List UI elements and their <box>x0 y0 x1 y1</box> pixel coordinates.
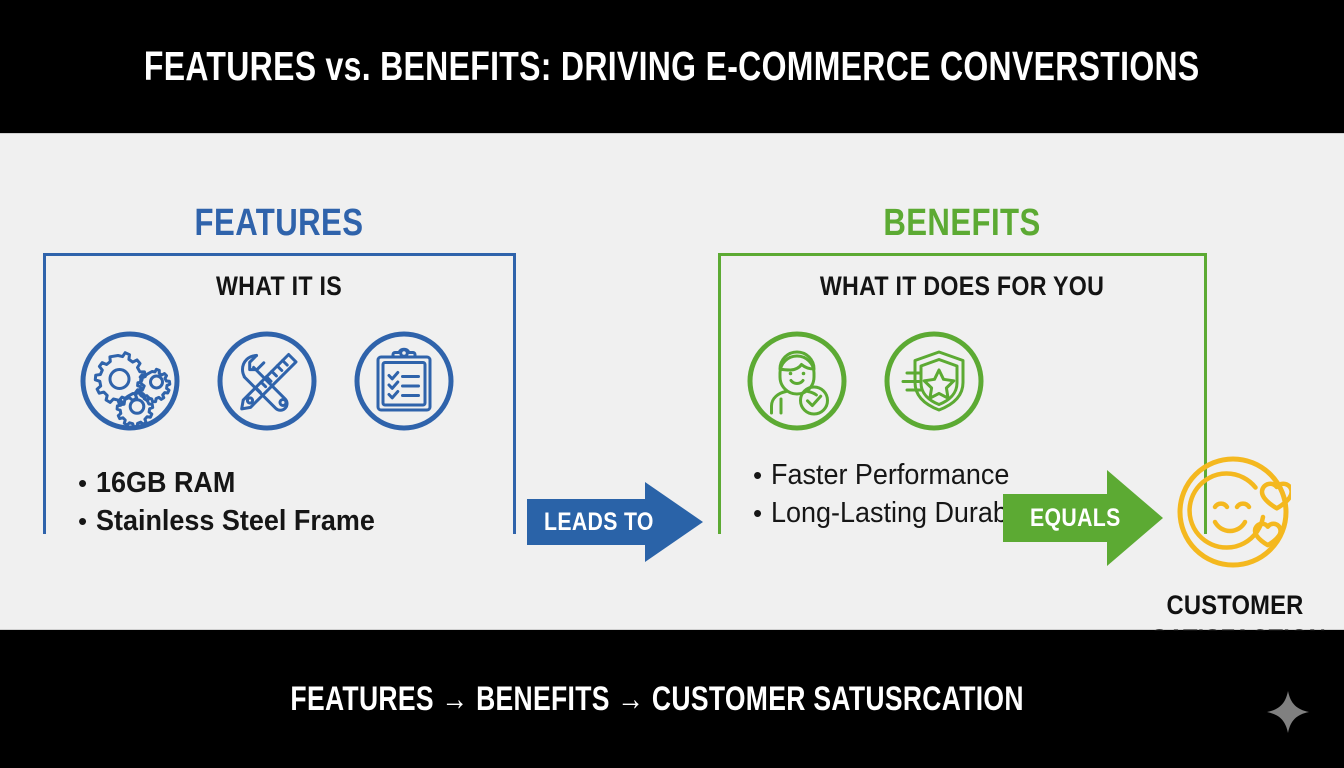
list-item: • Stainless Steel Frame <box>78 502 396 540</box>
footer-bar: FEATURES → BENEFITS → CUSTOMER SATUSRCAT… <box>0 631 1344 768</box>
features-frame <box>43 253 516 534</box>
sparkle-icon <box>1267 691 1309 733</box>
bullet-dot: • <box>753 460 763 490</box>
happy-customer-icon <box>747 331 847 431</box>
main-panel: FEATURES WHAT IT IS <box>0 133 1344 654</box>
gears-icon <box>80 331 180 431</box>
bullet-text: Long-Lasting Durability <box>771 497 1047 530</box>
benefits-icon-row <box>745 329 986 433</box>
bullet-text: Faster Performance <box>771 459 1010 491</box>
satisfaction-line-1: CUSTOMER <box>1166 590 1304 620</box>
page-title: FEATURES vs. BENEFITS: DRIVING E-COMMERC… <box>144 42 1200 89</box>
features-icon-row <box>78 329 456 433</box>
leads-to-arrow-shape <box>527 482 703 562</box>
bullet-dot: • <box>753 498 763 529</box>
list-item: • Faster Performance <box>753 456 1068 494</box>
clipboard-checklist-icon <box>354 331 454 431</box>
equals-arrow-shape <box>1003 470 1163 566</box>
list-item: • Long-Lasting Durability <box>753 494 1068 532</box>
equals-arrow: EQUALS <box>1003 470 1163 566</box>
benefits-frame <box>718 253 1207 534</box>
wrench-ruler-icon <box>217 331 317 431</box>
header-bar: FEATURES vs. BENEFITS: DRIVING E-COMMERC… <box>0 0 1344 132</box>
bullet-dot: • <box>78 506 88 537</box>
list-item: • 16GB RAM <box>78 464 396 502</box>
benefits-bullet-list: • Faster Performance • Long-Lasting Dura… <box>753 456 1068 533</box>
footer-summary-text: FEATURES → BENEFITS → CUSTOMER SATUSRCAT… <box>290 680 1024 718</box>
smiley-hearts-icon <box>1177 456 1291 568</box>
shield-star-icon <box>884 331 984 431</box>
features-subtitle: WHAT IT IS <box>216 271 342 301</box>
features-bullet-list: • 16GB RAM • Stainless Steel Frame <box>78 464 396 541</box>
bullet-text: Stainless Steel Frame <box>96 505 375 538</box>
features-heading: FEATURES <box>194 202 364 244</box>
bullet-dot: • <box>78 468 88 498</box>
benefits-subtitle: WHAT IT DOES FOR YOU <box>819 271 1105 301</box>
benefits-heading: BENEFITS <box>883 202 1041 244</box>
leads-to-arrow: LEADS TO <box>527 482 703 562</box>
bullet-text: 16GB RAM <box>96 467 236 499</box>
